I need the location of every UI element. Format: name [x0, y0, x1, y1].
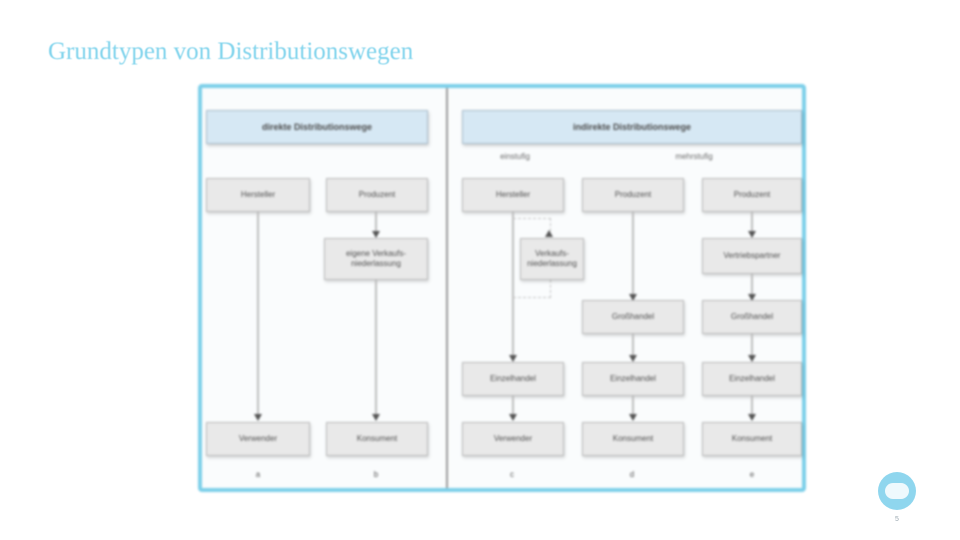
- connector-line: [632, 212, 634, 296]
- box-e-top: Produzent: [702, 178, 802, 212]
- box-b-bottom: Konsument: [326, 422, 428, 456]
- arrow-down-icon: [372, 231, 380, 238]
- connector-line: [512, 396, 514, 416]
- header-indirect: indirekte Distributionswege: [462, 110, 802, 144]
- arrow-down-icon: [509, 414, 517, 421]
- connector-line: [751, 274, 753, 296]
- arrow-down-icon: [509, 355, 517, 362]
- arrow-down-icon: [629, 414, 637, 421]
- header-direct: direkte Distributionswege: [206, 110, 428, 144]
- box-c-bottom: Verwender: [462, 422, 564, 456]
- arrow-down-icon: [629, 355, 637, 362]
- connector-line: [257, 212, 259, 416]
- box-e-mid0: Vertriebspartner: [702, 238, 802, 274]
- logo-badge-icon: [878, 472, 916, 510]
- connector-line: [512, 212, 514, 358]
- box-c-top: Hersteller: [462, 178, 564, 212]
- connector-line: [632, 334, 634, 356]
- connector-line: [375, 280, 377, 416]
- arrow-down-icon: [372, 414, 380, 421]
- box-e-mid2: Einzelhandel: [702, 362, 802, 396]
- column-letter-b: b: [373, 470, 379, 479]
- arrow-down-icon: [629, 294, 637, 301]
- logo-badge-inner: [885, 483, 909, 499]
- box-a-top: Hersteller: [206, 178, 310, 212]
- connector-line: [375, 212, 377, 234]
- connector-line: [751, 334, 753, 356]
- arrow-down-icon: [254, 414, 262, 421]
- box-c-mid: Einzelhandel: [462, 362, 564, 396]
- box-e-mid1: Großhandel: [702, 300, 802, 334]
- arrow-down-icon: [748, 414, 756, 421]
- box-d-mid2: Einzelhandel: [582, 362, 684, 396]
- column-letter-d: d: [629, 470, 635, 479]
- section-divider: [446, 88, 448, 488]
- box-b-top: Produzent: [326, 178, 428, 212]
- box-b-mid: eigene Verkaufs-niederlassung: [324, 238, 428, 280]
- box-d-bottom: Konsument: [582, 422, 684, 456]
- box-e-bottom: Konsument: [702, 422, 802, 456]
- arrow-down-icon: [748, 231, 756, 238]
- slide-title: Grundtypen von Distributionswegen: [48, 38, 414, 65]
- connector-line: [632, 396, 634, 416]
- connector-line: [751, 396, 753, 416]
- box-d-top: Produzent: [582, 178, 684, 212]
- connector-line: [751, 212, 753, 234]
- box-d-mid1: Großhandel: [582, 300, 684, 334]
- arrow-up-icon: [545, 230, 553, 237]
- arrow-down-icon: [748, 294, 756, 301]
- sublabel-single-stage: einstufig: [500, 152, 530, 161]
- box-a-bottom: Verwender: [206, 422, 310, 456]
- page-number: 5: [895, 516, 899, 523]
- sublabel-multi-stage: mehrstufig: [675, 152, 713, 161]
- box-c-note: Verkaufs-niederlassung: [520, 238, 584, 280]
- column-letter-a: a: [255, 470, 261, 479]
- arrow-down-icon: [748, 355, 756, 362]
- column-letter-c: c: [510, 470, 514, 479]
- column-letter-e: e: [749, 470, 755, 479]
